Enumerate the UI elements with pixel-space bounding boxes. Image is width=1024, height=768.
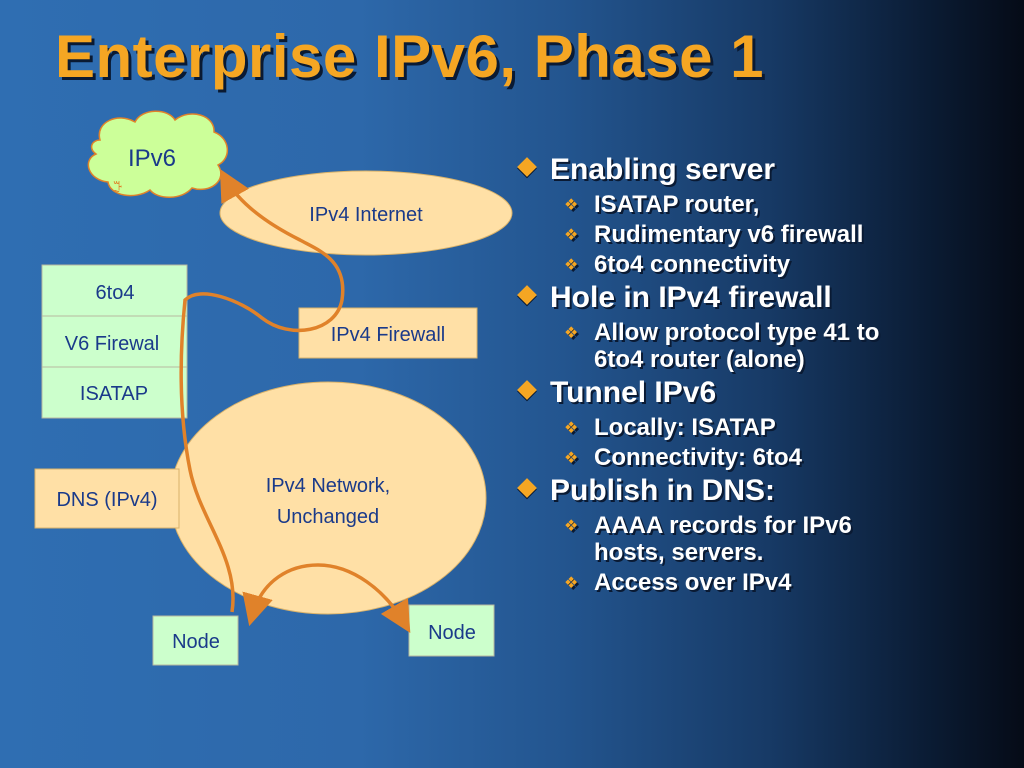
diamond-bullet-icon [517, 157, 537, 177]
diamond-bullet-icon [517, 478, 537, 498]
bullet-item: Enabling server [512, 152, 1012, 188]
bullet-group: Hole in IPv4 firewall ❖ Allow protocol t… [512, 280, 1012, 373]
sub-bullet-item: ❖ 6to4 connectivity [564, 251, 1012, 278]
sub-bullet-item: ❖ Allow protocol type 41 to 6to4 router … [564, 319, 1012, 373]
local-arrow-nodes [242, 563, 411, 634]
sub-bullet-text: Allow protocol type 41 to 6to4 router (a… [594, 319, 880, 373]
bullet-text: Tunnel IPv6 [550, 376, 717, 409]
bullet-item: Tunnel IPv6 [512, 375, 1012, 411]
bullet-item: Publish in DNS: [512, 473, 1012, 509]
sub-bullet-text: 6to4 connectivity [594, 251, 791, 278]
sub-bullet-item: ❖ AAAA records for IPv6 hosts, servers. [564, 512, 1012, 566]
sub-bullet-item: ❖ Rudimentary v6 firewall [564, 221, 1012, 248]
stack-isatap-label: ISATAP [80, 383, 148, 405]
bullet-text: Enabling server [550, 153, 776, 186]
clover-bullet-icon: ❖ [564, 227, 579, 244]
sub-bullet-text: ISATAP router, [594, 191, 760, 218]
ipv4-network-label-1: IPv4 Network, [266, 475, 390, 497]
tunnel-arrow-ipv6 [179, 168, 345, 613]
sub-bullet-item: ❖ Access over IPv4 [564, 569, 1012, 596]
stack-v6-firewall-label: V6 Firewal [65, 333, 159, 355]
diamond-bullet-icon [517, 380, 537, 400]
ipv4-firewall-box [298, 307, 478, 359]
ipv6-cloud: IPv6 ꔓ [87, 110, 228, 198]
dns-label: DNS (IPv4) [56, 489, 157, 511]
ipv4-internet-ellipse [219, 170, 513, 256]
cloud-label: IPv6 [128, 145, 176, 172]
slide-title: Enterprise IPv6, Phase 1 [55, 23, 765, 90]
ipv4-firewall-label: IPv4 Firewall [331, 324, 445, 346]
sub-bullet-item: ❖ Connectivity: 6to4 [564, 444, 1012, 471]
sub-bullet-text: AAAA records for IPv6 hosts, servers. [594, 512, 852, 566]
bullet-group: Tunnel IPv6 ❖ Locally: ISATAP ❖ Connecti… [512, 375, 1012, 471]
ipv4-internet-label: IPv4 Internet [309, 204, 423, 226]
clover-bullet-icon: ❖ [564, 575, 579, 592]
node-left-label: Node [172, 631, 220, 653]
router-stack: 6to4 V6 Firewal ISATAP [41, 264, 188, 419]
ipv4-network-label-2: Unchanged [277, 506, 379, 528]
bullet-text: Publish in DNS: [550, 474, 775, 507]
sub-bullet-text: Access over IPv4 [594, 569, 792, 596]
bullet-item: Hole in IPv4 firewall [512, 280, 1012, 316]
node-left-box [152, 615, 239, 666]
sub-bullet-item: ❖ Locally: ISATAP [564, 414, 1012, 441]
clover-bullet-icon: ❖ [564, 450, 579, 467]
diamond-bullet-icon [517, 285, 537, 305]
sub-bullet-text: Rudimentary v6 firewall [594, 221, 864, 248]
clover-bullet-icon: ❖ [564, 420, 579, 437]
sub-bullet-item: ❖ ISATAP router, [564, 191, 1012, 218]
dns-box [34, 468, 180, 529]
clover-bullet-icon: ❖ [564, 325, 579, 342]
sub-bullet-text: Connectivity: 6to4 [594, 444, 803, 471]
clover-bullet-icon: ❖ [564, 257, 579, 274]
node-right-box [408, 604, 495, 657]
clover-bullet-icon: ❖ [564, 197, 579, 214]
clover-bullet-icon: ❖ [564, 518, 579, 535]
ipv4-network-ellipse [169, 381, 487, 615]
bullet-group: Enabling server ❖ ISATAP router, ❖ Rudim… [512, 152, 1012, 278]
stack-6to4-label: 6to4 [96, 282, 135, 304]
bullet-list: Enabling server ❖ ISATAP router, ❖ Rudim… [512, 152, 1012, 598]
bullet-group: Publish in DNS: ❖ AAAA records for IPv6 … [512, 473, 1012, 596]
node-right-label: Node [428, 622, 476, 644]
bullet-text: Hole in IPv4 firewall [550, 281, 832, 314]
cloud-glyph-icon: ꔓ [113, 179, 122, 193]
sub-bullet-text: Locally: ISATAP [594, 414, 776, 441]
